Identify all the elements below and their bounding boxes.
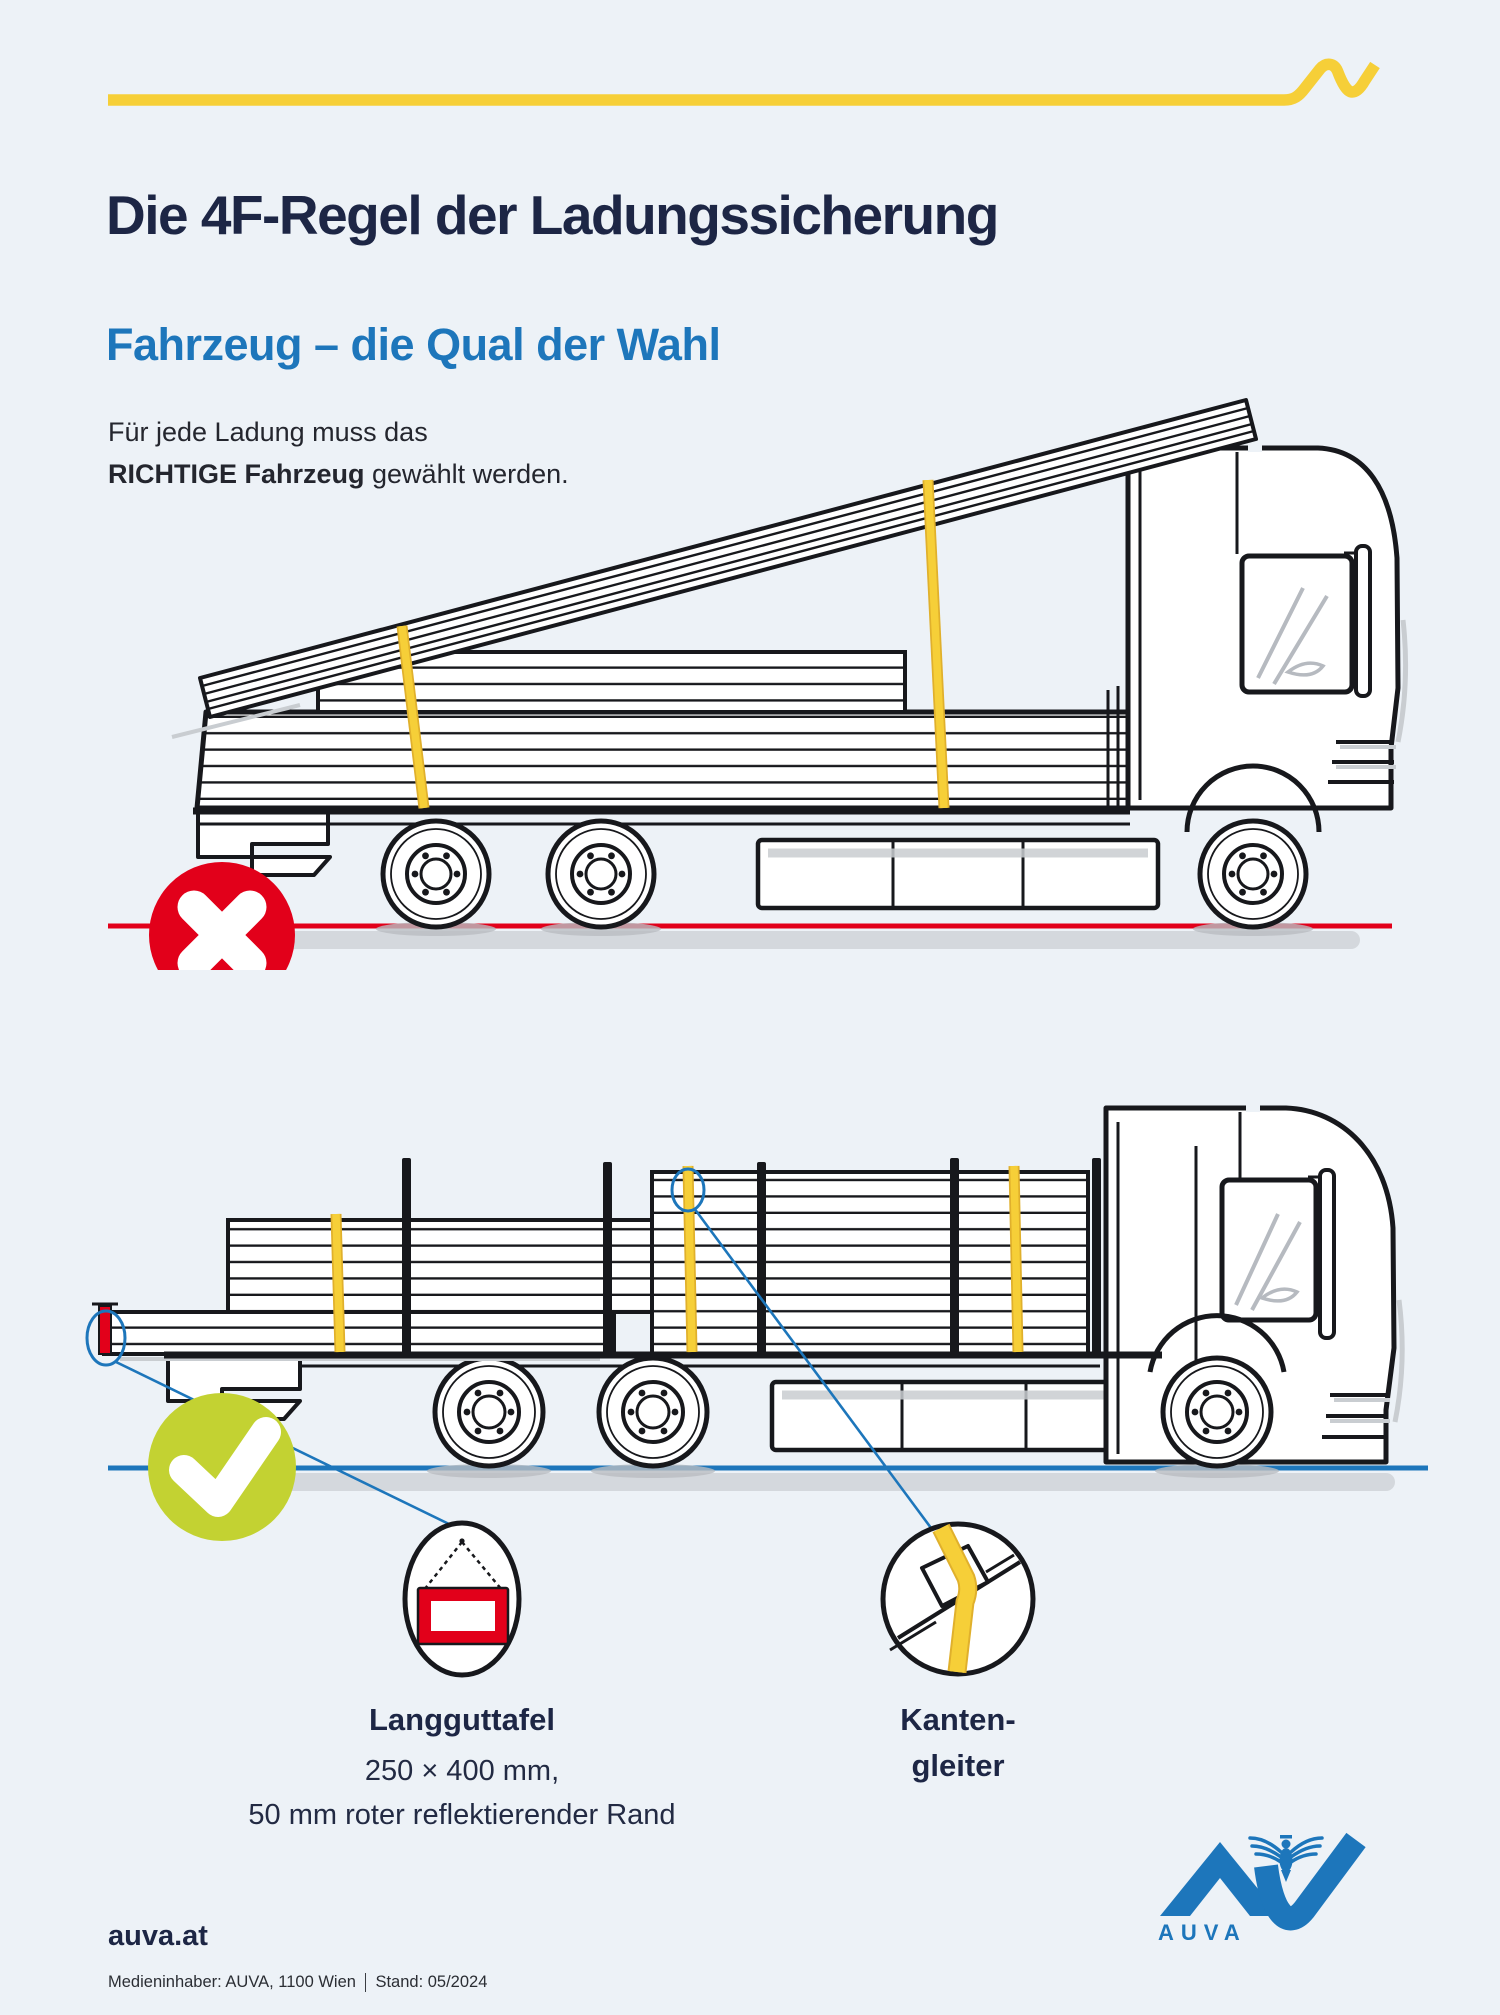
- yellow-wave-rule: [108, 58, 1380, 106]
- stake-bed-load: [92, 1170, 1162, 1361]
- bottom-tier-planks: [102, 1310, 616, 1356]
- cab-window: [1239, 553, 1355, 695]
- wheels: [376, 763, 1322, 936]
- correct-badge: [148, 1393, 296, 1541]
- lashing-straps: [330, 1165, 1024, 1353]
- auva-logo-text: AUVA: [1158, 1920, 1247, 1945]
- cab: [1125, 444, 1409, 811]
- ground-shadow: [200, 931, 1360, 949]
- mirror: [1354, 544, 1372, 698]
- kantengleiter-label-line1: Kanten-: [900, 1702, 1016, 1737]
- ground-shadow: [255, 1473, 1395, 1491]
- mirror: [1318, 1168, 1336, 1340]
- cross-icon: [177, 890, 267, 970]
- imprint-divider: [364, 1973, 367, 1992]
- chassis: [196, 809, 1161, 911]
- kantengleiter-label-line2: gleiter: [911, 1748, 1005, 1783]
- stakes: [402, 1158, 1101, 1356]
- wheels: [427, 1313, 1287, 1478]
- eagle-icon: [1248, 1835, 1324, 1882]
- langguttafel-marker: [98, 1305, 112, 1355]
- imprint-publisher: Medieninhaber: AUVA, 1100 Wien: [108, 1973, 356, 1991]
- langguttafel-size: 250 × 400 mm,: [364, 1755, 560, 1787]
- page-subtitle: Fahrzeug – die Qual der Wahl: [106, 319, 721, 371]
- langguttafel-label: Langguttafel: [369, 1702, 555, 1737]
- langguttafel-sign-icon: [402, 1520, 522, 1678]
- auva-logo: AUVA: [1158, 1832, 1366, 1945]
- wrong-badge: [149, 862, 295, 970]
- front-steps: [1322, 1393, 1388, 1439]
- imprint-version: Stand: 05/2024: [375, 1973, 488, 1991]
- check-icon: [169, 1417, 281, 1517]
- website-url: auva.at: [108, 1920, 208, 1952]
- imprint: Medieninhaber: AUVA, 1100 Wien Stand: 05…: [108, 1973, 487, 1992]
- truck-wrong-illustration: [108, 398, 1409, 970]
- intro-line2: gewählt werden.: [364, 459, 569, 489]
- long-goods-overhanging: [171, 398, 1258, 739]
- rear-plank-stack: [226, 1218, 654, 1314]
- front-steps: [1328, 740, 1394, 784]
- wheel-arch: [1184, 763, 1322, 833]
- page-title: Die 4F-Regel der Ladungssicherung: [106, 183, 999, 246]
- edge-protector-icon: [880, 1521, 1036, 1677]
- intro-emphasis: RICHTIGE Fahrzeug: [108, 459, 365, 489]
- wheel-arch: [1147, 1313, 1287, 1373]
- truck-correct-illustration: [85, 1104, 1428, 1678]
- langguttafel-border-spec: 50 mm roter reflektierender Rand: [248, 1799, 676, 1831]
- side-board: [194, 709, 1131, 811]
- auva-logo-mark: [1160, 1832, 1366, 1931]
- intro-line1: Für jede Ladung muss das: [108, 417, 428, 447]
- lashing-straps: [396, 479, 950, 809]
